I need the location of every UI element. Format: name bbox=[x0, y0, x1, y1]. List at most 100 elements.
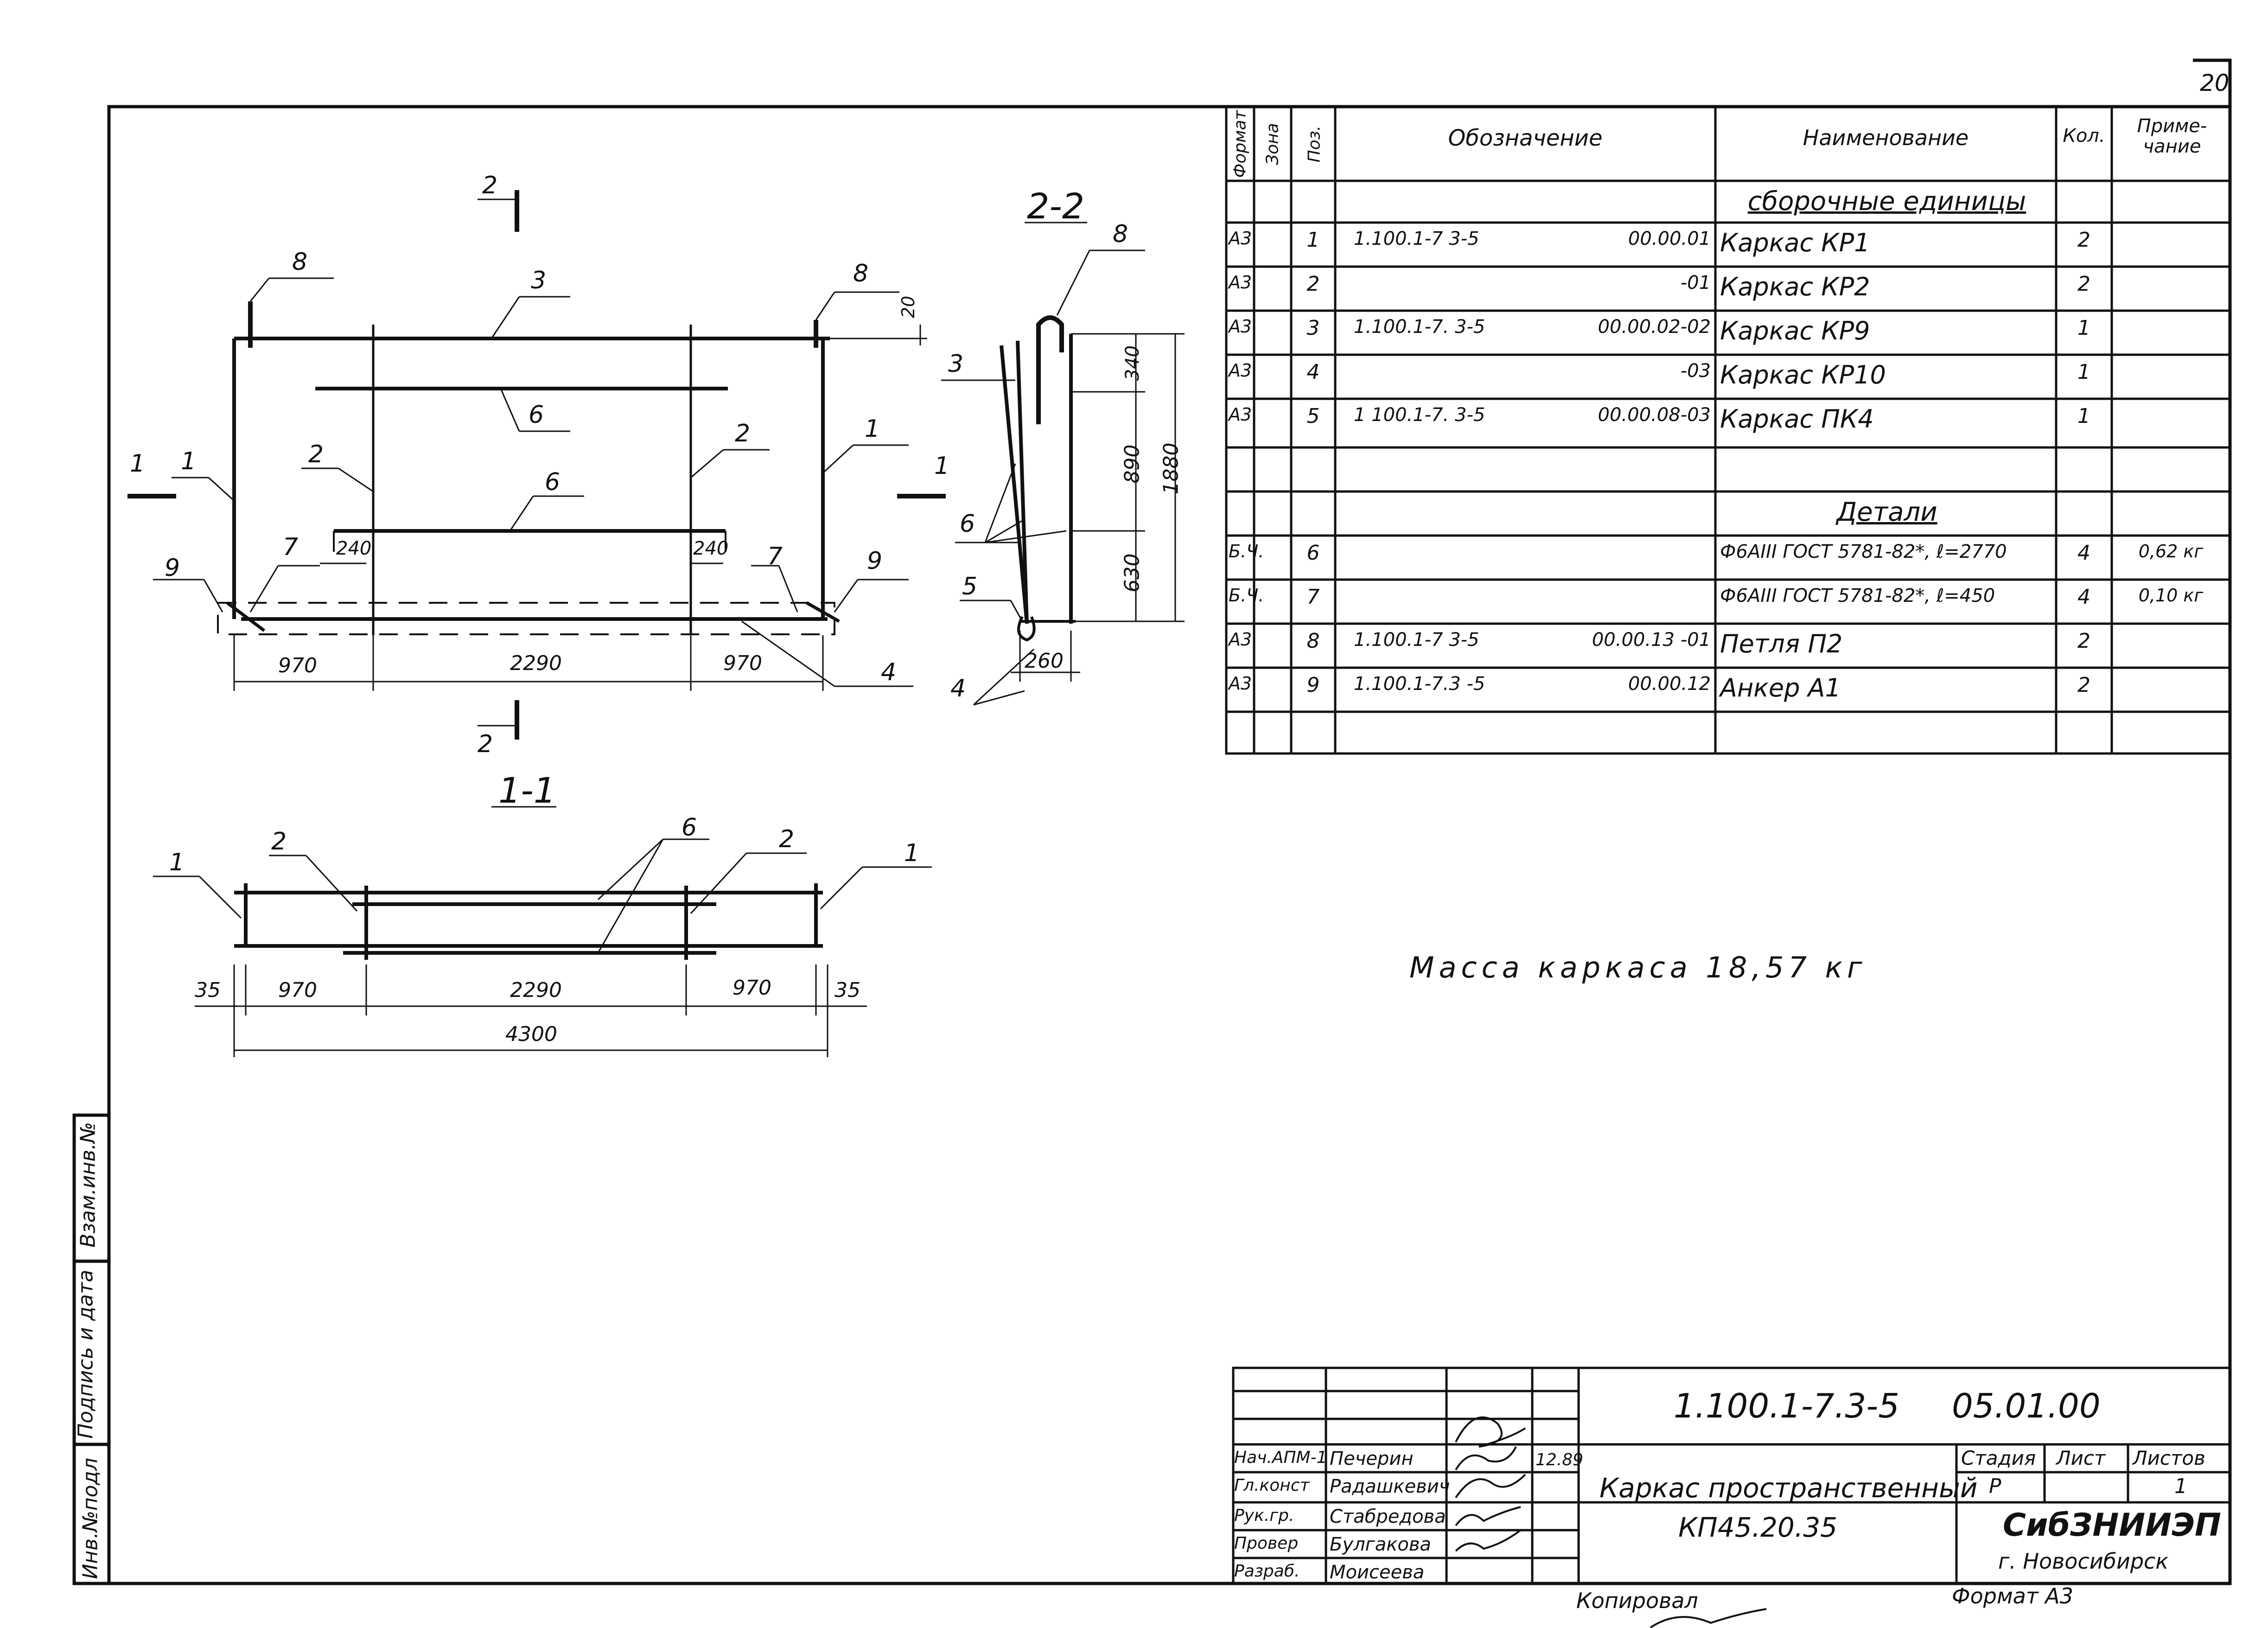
title-block-name: Моисеева bbox=[1330, 1562, 1425, 1583]
sheets-value: 1 bbox=[2174, 1475, 2187, 1498]
spec-row-designation: 1.100.1-7 3-5 bbox=[1354, 629, 1479, 651]
s22-dim-260: 260 bbox=[1025, 649, 1064, 673]
title-block-role: Гл.конст bbox=[1234, 1476, 1310, 1495]
callout-3: 3 bbox=[531, 267, 547, 294]
spec-row-format: А3 bbox=[1229, 228, 1252, 249]
s11-dim-35-left: 35 bbox=[195, 978, 221, 1002]
spec-row-designation: 1.100.1-7 3-5 bbox=[1354, 228, 1479, 249]
title-block-name: Булгакова bbox=[1330, 1534, 1431, 1555]
org-city: г. Новосибирск bbox=[1998, 1549, 2169, 1574]
s22-dim-340: 340 bbox=[1122, 345, 1144, 381]
title-block-name: Стабредова bbox=[1330, 1506, 1446, 1527]
section-1-1-title: 1-1 bbox=[498, 770, 556, 811]
spec-header-pos: Поз. bbox=[1305, 125, 1324, 163]
s11-callout-2-left: 2 bbox=[271, 828, 287, 855]
callout-2-left: 2 bbox=[308, 441, 324, 468]
main-view bbox=[127, 190, 946, 740]
callout-6-lower: 6 bbox=[545, 468, 561, 496]
spec-row-code: 00.00.12 bbox=[1628, 673, 1711, 695]
mass-note: Масса каркаса 18,57 кг bbox=[1409, 951, 1867, 984]
stamp-signature-date: Подпись и дата bbox=[74, 1270, 98, 1439]
stage-value: Р bbox=[1989, 1475, 2001, 1498]
spec-row-note: 0,10 кг bbox=[2138, 585, 2204, 606]
s11-callout-6: 6 bbox=[682, 814, 697, 842]
s22-dim-890: 890 bbox=[1120, 444, 1144, 484]
spec-row-pos: 8 bbox=[1306, 629, 1320, 653]
s22-dim-630: 630 bbox=[1120, 553, 1144, 593]
spec-row-name: Петля П2 bbox=[1720, 629, 1843, 658]
footer-format: Формат А3 bbox=[1952, 1583, 2073, 1609]
callout-7-right: 7 bbox=[767, 543, 783, 570]
spec-row-format: А3 bbox=[1229, 360, 1252, 381]
spec-row-pos: 3 bbox=[1306, 316, 1320, 340]
title-block-role: Нач.АПМ-1 bbox=[1234, 1448, 1327, 1467]
callout-1-right: 1 bbox=[865, 415, 880, 443]
callout-9-left: 9 bbox=[165, 554, 180, 582]
title-block-name: Радашкевич bbox=[1330, 1476, 1450, 1497]
sheet-number: 20 bbox=[2200, 70, 2230, 96]
spec-row-name: Каркас КР9 bbox=[1720, 316, 1870, 345]
doc-date: 12.89 bbox=[1535, 1450, 1584, 1469]
spec-row-pos: 9 bbox=[1306, 673, 1320, 697]
s22-dim-1880: 1880 bbox=[1159, 442, 1183, 495]
dim-240-right: 240 bbox=[693, 538, 729, 559]
spec-header-note: Приме-чание bbox=[2137, 115, 2207, 157]
spec-row-qty: 1 bbox=[2077, 404, 2090, 428]
spec-row-name: Детали bbox=[1836, 497, 1937, 527]
signatures bbox=[1455, 1416, 1767, 1628]
callout-6-upper: 6 bbox=[529, 401, 544, 429]
spec-header-format: Формат bbox=[1230, 110, 1250, 178]
dim-970-left: 970 bbox=[278, 654, 317, 677]
s11-callout-1-left: 1 bbox=[169, 849, 185, 876]
spec-row-code: 00.00.02-02 bbox=[1598, 316, 1711, 338]
spec-row-note: 0,62 кг bbox=[2138, 541, 2204, 562]
spec-row-format: Б.Ч. bbox=[1229, 541, 1264, 562]
doc-title-line1: Каркас пространственный bbox=[1599, 1472, 1978, 1504]
spec-row-code: -01 bbox=[1680, 272, 1711, 294]
s11-dim-970-left: 970 bbox=[278, 978, 317, 1002]
s11-dim-4300: 4300 bbox=[505, 1022, 557, 1046]
section-mark-right: 1 bbox=[934, 452, 950, 480]
title-block-role: Провер bbox=[1234, 1534, 1299, 1553]
spec-table-grid bbox=[1225, 105, 2231, 755]
spec-row-qty: 1 bbox=[2077, 316, 2090, 340]
spec-row-name: Каркас КР1 bbox=[1720, 228, 1870, 257]
dim-970-right: 970 bbox=[723, 651, 762, 675]
spec-row-pos: 4 bbox=[1306, 360, 1320, 384]
spec-row-pos: 7 bbox=[1306, 585, 1320, 609]
title-block-name: Печерин bbox=[1330, 1448, 1414, 1469]
spec-row-pos: 5 bbox=[1306, 404, 1320, 428]
spec-row-designation: 1.100.1-7.3 -5 bbox=[1354, 673, 1485, 695]
title-block-role: Рук.гр. bbox=[1234, 1506, 1294, 1525]
s22-callout-6: 6 bbox=[960, 510, 975, 538]
spec-row-designation: 1 100.1-7. 3-5 bbox=[1354, 404, 1485, 426]
spec-row-pos: 2 bbox=[1306, 272, 1320, 296]
doc-number: 05.01.00 bbox=[1952, 1386, 2101, 1425]
title-block-grid bbox=[1232, 1366, 2231, 1585]
s11-callout-1-right: 1 bbox=[904, 839, 920, 867]
dim-20: 20 bbox=[898, 295, 919, 319]
s11-dim-35-right: 35 bbox=[835, 978, 860, 1002]
spec-row-format: А3 bbox=[1229, 272, 1252, 293]
section-mark-top: 2 bbox=[482, 172, 498, 199]
spec-row-qty: 2 bbox=[2077, 228, 2090, 252]
doc-code: 1.100.1-7.3-5 bbox=[1674, 1386, 1900, 1425]
spec-row-code: -03 bbox=[1680, 360, 1711, 382]
sheets-label: Листов bbox=[2133, 1447, 2205, 1469]
spec-row-qty: 2 bbox=[2077, 673, 2090, 697]
dim-2290: 2290 bbox=[510, 651, 562, 675]
spec-row-qty: 1 bbox=[2077, 360, 2090, 384]
s22-callout-4: 4 bbox=[950, 675, 966, 702]
spec-row-format: Б.Ч. bbox=[1229, 585, 1264, 606]
spec-row-format: А3 bbox=[1229, 316, 1252, 337]
spec-header-qty: Кол. bbox=[2063, 125, 2105, 147]
spec-row-qty: 2 bbox=[2077, 629, 2090, 653]
spec-row-code: 00.00.13 -01 bbox=[1592, 629, 1711, 651]
org-name: СибЗНИИЭП bbox=[2003, 1507, 2221, 1544]
s22-callout-8: 8 bbox=[1113, 220, 1128, 248]
callout-1-left: 1 bbox=[181, 447, 197, 475]
s11-callout-2-right: 2 bbox=[779, 825, 795, 853]
doc-title-line2: КП45.20.35 bbox=[1678, 1512, 1838, 1543]
callout-8-right: 8 bbox=[853, 260, 869, 287]
